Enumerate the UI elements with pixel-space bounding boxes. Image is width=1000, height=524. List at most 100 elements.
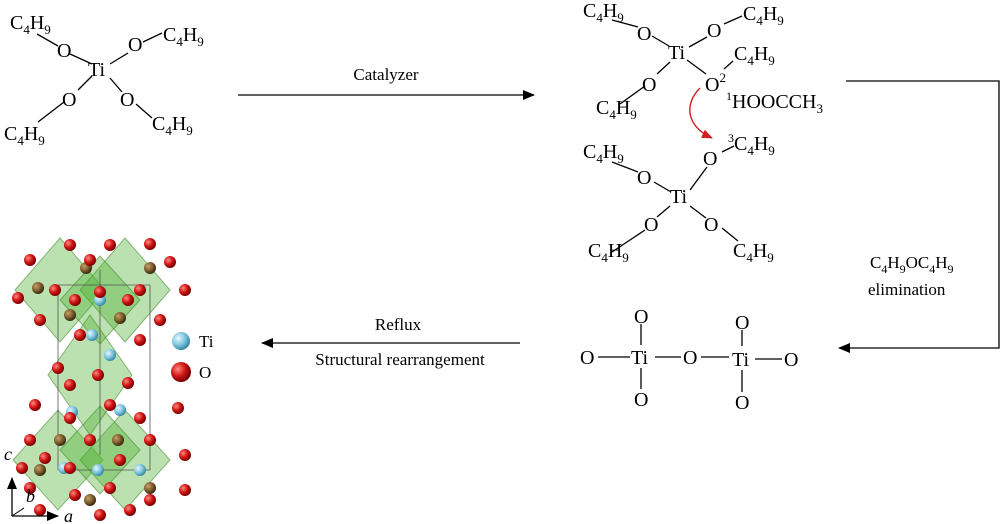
oxygen-atom: [52, 362, 64, 374]
oxygen-atom: O: [120, 89, 134, 111]
shadowed-atom: [54, 434, 66, 446]
ti-atom: [114, 404, 126, 416]
butyl-group: C4H9: [583, 141, 624, 166]
shadowed-atom: [144, 262, 156, 274]
ti-legend-label: Ti: [199, 332, 214, 351]
green-butyl-group: C4H9: [734, 43, 775, 68]
oxygen-atom: [64, 462, 76, 474]
ti-atom: [86, 329, 98, 341]
acetic-acid-label: 1HOOCCH3: [726, 89, 823, 116]
catalyzer-arrow: Catalyzer: [238, 65, 535, 100]
axis-c-label: c: [4, 444, 12, 464]
elimination-arrow: C4H9OC4H9 elimination: [838, 80, 1000, 353]
green-butyl-group: 3C4H9: [728, 131, 775, 158]
ti-o-ti-product: Ti Ti O O O O O O O: [580, 306, 798, 414]
axis-b-label: b: [26, 486, 35, 506]
catalyzer-label: Catalyzer: [353, 65, 418, 84]
oxygen-atom: O: [735, 392, 749, 414]
molecule-tetrabutyl-titanate: Ti O O O O C4H9 C4H9 C4H9 C4H9: [4, 12, 204, 148]
oxygen-atom: [144, 238, 156, 250]
elimination-label: elimination: [868, 280, 946, 299]
oxygen-atom: [29, 399, 41, 411]
ti-atom: Ti: [732, 349, 750, 371]
oxygen-atom: O: [634, 306, 648, 328]
oxygen-atom: [92, 369, 104, 381]
oxygen-atom: [69, 294, 81, 306]
oxygen-atom: O: [784, 349, 798, 371]
oxygen-atom: O: [128, 34, 142, 56]
shadowed-atom: [34, 464, 46, 476]
oxygen-atom: [64, 412, 76, 424]
shadowed-atom: [32, 282, 44, 294]
butyl-group: C4H9: [10, 12, 51, 37]
upper-ti-atom: Ti: [668, 42, 686, 64]
structural-rearrangement-label: Structural rearrangement: [315, 350, 485, 369]
oxygen-atom: [12, 292, 24, 304]
butyl-group: C4H9: [588, 240, 629, 265]
oxygen-atom: [114, 454, 126, 466]
oxygen-atom: [124, 504, 136, 516]
reflux-label: Reflux: [375, 315, 422, 334]
oxygen-atom: O: [735, 312, 749, 334]
oxygen-atom: [64, 379, 76, 391]
curved-arrow-icon: [689, 87, 713, 139]
ti-atom: [92, 464, 104, 476]
oxygen-atom: [134, 284, 146, 296]
intermediate-lower-molecule: Ti O O O O 3C4H9 C4H9 C4H9 C4H9: [583, 131, 775, 265]
o-legend-icon: [171, 362, 191, 382]
oxygen-atom: [179, 449, 191, 461]
intermediate-upper-molecule: Ti O O O C4H9 C4H9 C4H9 O2 C4H9 1HOOCCH3: [583, 0, 823, 122]
oxygen-atom: [154, 314, 166, 326]
oxygen-atom: [179, 284, 191, 296]
oxygen-atom: [122, 377, 134, 389]
oxygen-atom: O: [62, 89, 76, 111]
oxygen-atom: O: [704, 214, 718, 236]
oxygen-atom: [104, 239, 116, 251]
oxygen-atom: [134, 334, 146, 346]
oxygen-atom: [122, 294, 134, 306]
ti-atom: [134, 464, 146, 476]
butyl-group: C4H9: [163, 24, 204, 49]
oxygen-atom: O: [637, 167, 651, 189]
reflux-arrow: Reflux Structural rearrangement: [261, 315, 520, 369]
oxygen-atom: [84, 254, 96, 266]
oxygen-atom: [172, 402, 184, 414]
oxygen-atom: [24, 254, 36, 266]
oxygen-atom: O: [703, 148, 717, 170]
oxygen-atom: [16, 462, 28, 474]
ti-atom: [104, 349, 116, 361]
oxygen-atom: [94, 286, 106, 298]
oxygen-atom: [34, 314, 46, 326]
oxygen-atom: O: [580, 347, 594, 369]
oxygen-atom: [84, 434, 96, 446]
shadowed-atom: [144, 482, 156, 494]
axis-a-label: a: [64, 506, 73, 524]
oxygen-2-atom: O2: [705, 70, 726, 96]
oxygen-atom: O: [683, 347, 697, 369]
oxygen-atom: O: [644, 214, 658, 236]
oxygen-atom: [24, 482, 36, 494]
butyl-group: C4H9: [733, 240, 774, 265]
oxygen-atom: [94, 509, 106, 521]
shadowed-atom: [114, 312, 126, 324]
oxygen-atom: [64, 239, 76, 251]
anatase-crystal-structure-icon: [12, 237, 191, 521]
ti-legend-icon: [172, 332, 190, 350]
oxygen-atom: [69, 489, 81, 501]
oxygen-atom: O: [634, 389, 648, 411]
o-legend-label: O: [199, 363, 211, 382]
oxygen-atom: O: [637, 23, 651, 45]
ti-atom: Ti: [631, 347, 649, 369]
oxygen-atom: [104, 399, 116, 411]
oxygen-atom: O: [642, 74, 656, 96]
oxygen-atom: O: [707, 20, 721, 42]
oxygen-atom: [34, 504, 46, 516]
oxygen-atom: [104, 482, 116, 494]
ti-atom: Ti: [88, 59, 106, 81]
oxygen-atom: [49, 284, 61, 296]
legend: Ti O: [171, 332, 214, 382]
butyl-group: C4H9: [596, 97, 637, 122]
butyl-group: C4H9: [4, 123, 45, 148]
oxygen-atom: [74, 329, 86, 341]
